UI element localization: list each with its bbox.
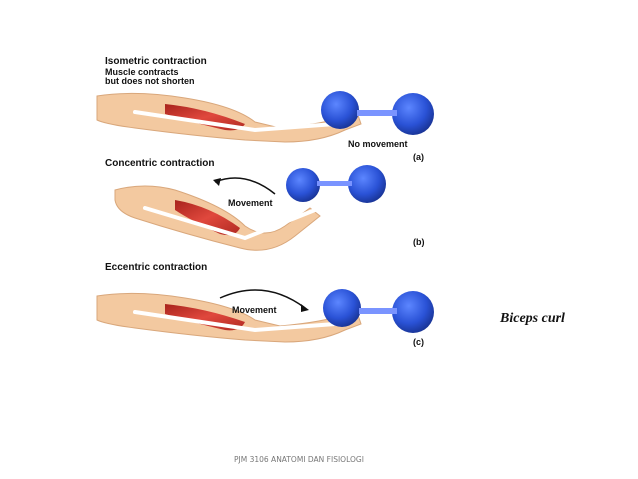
panel-b-label: (b) xyxy=(413,237,425,247)
biceps-curl-caption: Biceps curl xyxy=(500,311,565,326)
footer-text: PJM 3106 ANATOMI DAN FISIOLOGI xyxy=(234,455,364,464)
panel-c-label: (c) xyxy=(413,337,424,347)
arm-illustrations xyxy=(96,91,434,343)
panel-a-description-line1: Muscle contracts xyxy=(105,67,179,77)
panel-a-title: Isometric contraction xyxy=(105,56,207,67)
panel-a-label: (a) xyxy=(413,152,424,162)
panel-c-movement-label: Movement xyxy=(232,305,277,315)
muscle-contraction-figure: Isometric contraction Muscle contracts b… xyxy=(95,50,445,360)
panel-b-title: Concentric contraction xyxy=(105,158,215,169)
panel-a-arm xyxy=(96,91,434,143)
panel-b-movement-label: Movement xyxy=(228,198,273,208)
panel-a-description-line2: but does not shorten xyxy=(105,76,195,86)
panel-c-title: Eccentric contraction xyxy=(105,262,208,273)
panel-a-movement-label: No movement xyxy=(348,139,408,149)
panel-b-arm xyxy=(114,165,386,251)
panel-c-arm xyxy=(96,289,434,343)
